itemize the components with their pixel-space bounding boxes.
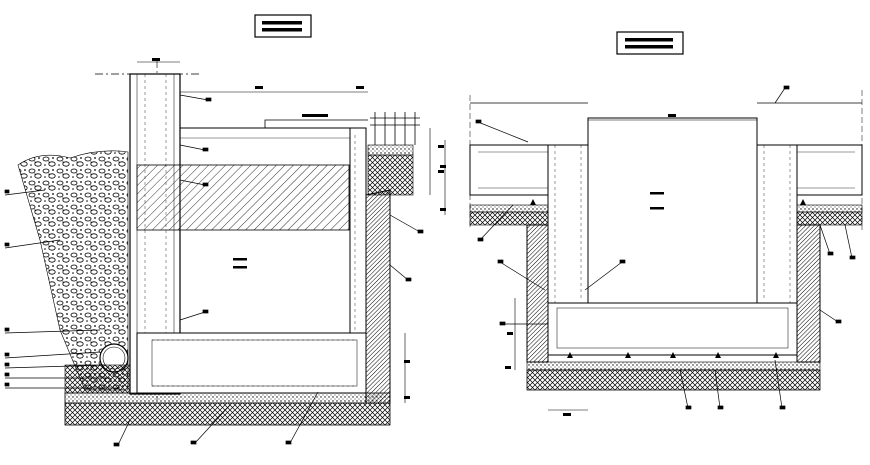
gravel-backfill	[17, 150, 129, 391]
base-slab	[136, 332, 367, 394]
right-title-block	[616, 31, 684, 55]
left-title-block	[254, 14, 312, 38]
chamber	[179, 127, 351, 334]
left-section	[4, 14, 444, 447]
right-section	[440, 31, 863, 416]
right-outer-wall	[365, 189, 391, 404]
